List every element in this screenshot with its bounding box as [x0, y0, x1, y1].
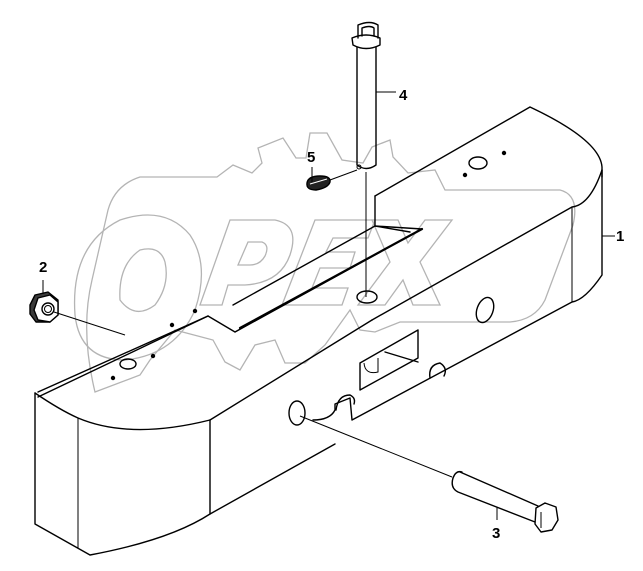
- lifting-pin[interactable]: [351, 21, 381, 298]
- side-hole: [475, 296, 495, 324]
- nut[interactable]: [29, 291, 126, 336]
- callout-5[interactable]: 5: [307, 149, 316, 166]
- hex-bolt[interactable]: [299, 415, 559, 533]
- callout-4[interactable]: 4: [399, 87, 408, 104]
- top-hole: [468, 156, 488, 170]
- callout-1[interactable]: 1: [616, 228, 625, 245]
- watermark-letter-o: [73, 214, 203, 361]
- watermark-letter-p: [199, 219, 294, 306]
- clip-pin[interactable]: [306, 169, 358, 191]
- pin-hole: [356, 290, 378, 304]
- watermark-gear-outline: [86, 132, 576, 393]
- opex-watermark: [73, 132, 576, 393]
- callout-2[interactable]: 2: [39, 259, 48, 276]
- callout-leaders: [42, 91, 615, 520]
- watermark-letter-x: [356, 219, 454, 306]
- top-hole: [119, 358, 137, 370]
- callout-3[interactable]: 3: [492, 525, 501, 542]
- counterweight-body[interactable]: [34, 106, 603, 556]
- side-hole: [288, 400, 306, 426]
